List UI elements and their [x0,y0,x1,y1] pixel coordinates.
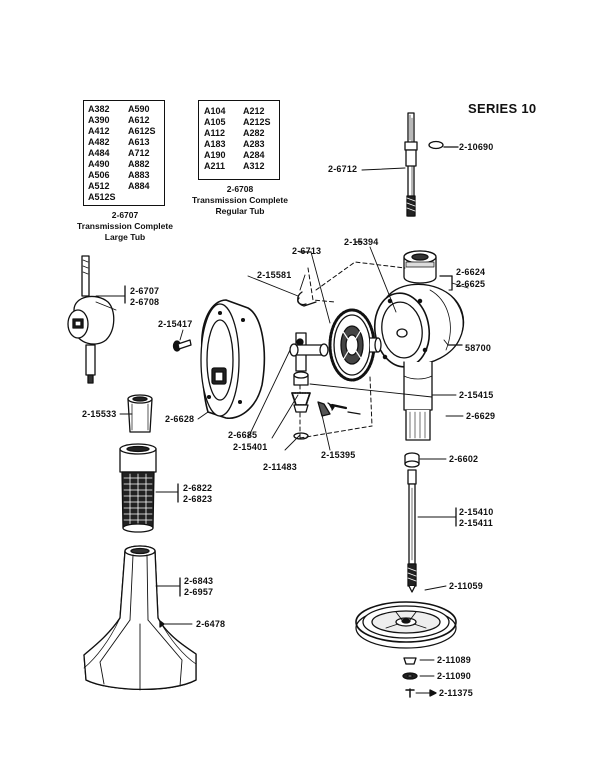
label-2-6957: 2-6957 [184,587,214,597]
label-2-10690: 2-10690 [459,142,494,152]
label-2-15410: 2-15410 [459,507,494,517]
model-number: A312 [243,161,265,171]
label-2-6823: 2-6823 [183,494,213,504]
model-number: A412 [88,126,110,136]
regular-tub-part-number: 2-6708 [226,184,254,194]
model-number: A105 [204,117,226,127]
label-2-6707: 2-6707 [130,286,160,296]
model-number: A283 [243,139,265,149]
model-number: A212 [243,106,265,116]
shaft-2-6712 [404,112,418,217]
transmission-complete-small [67,255,117,384]
label-58700: 58700 [465,343,492,353]
label-2-15395: 2-15395 [321,450,356,460]
label-2-6628: 2-6628 [165,414,195,424]
screw-2-15417 [172,339,192,352]
label-2-6822: 2-6822 [183,483,213,493]
nut-2-6602 [404,452,420,468]
label-2-15533: 2-15533 [82,409,117,419]
key-2-15395 [317,401,331,417]
pulley-2-11059 [355,601,457,649]
large-tub-desc-2: Large Tub [104,232,146,242]
label-2-6712: 2-6712 [328,164,358,174]
model-number: A484 [88,148,110,158]
label-2-6629: 2-6629 [466,411,496,421]
model-number: A490 [88,159,110,169]
label-2-11483: 2-11483 [263,462,297,472]
label-2-11090: 2-11090 [437,671,471,681]
label-2-15401: 2-15401 [233,442,268,452]
large-tub-desc-1: Transmission Complete [77,221,173,231]
model-number: A284 [243,150,265,160]
model-number: A590 [128,104,150,114]
transmission-housing [373,250,465,441]
filter-2-6822 [119,443,157,533]
label-2-15394: 2-15394 [344,237,379,247]
regular-tub-desc-2: Regular Tub [215,206,265,216]
large-tub-part-number: 2-6707 [111,210,139,220]
model-number: A282 [243,128,265,138]
screw-2-6629 [330,403,348,410]
model-number: A183 [204,139,226,149]
pin-2-11375 [405,688,415,698]
model-number: A884 [128,181,150,191]
model-number: A211 [204,161,226,171]
model-number: A482 [88,137,110,147]
model-number: A712 [128,148,150,158]
model-number: A883 [128,170,150,180]
label-2-15415: 2-15415 [459,390,494,400]
model-number: A382 [88,104,110,114]
model-number: A612 [128,115,150,125]
label-2-15411: 2-15411 [459,518,493,528]
shaft-2-15410 [407,469,417,593]
nut-2-11089 [403,657,417,665]
bushing-2-15533 [127,394,153,433]
label-2-6708: 2-6708 [130,297,160,307]
pinion-assembly [289,332,329,386]
label-2-6843: 2-6843 [184,576,214,586]
model-number: A512 [88,181,110,191]
label-2-6685: 2-6685 [228,430,258,440]
regular-tub-desc-1: Transmission Complete [192,195,288,205]
regular-tub-model-table [198,100,280,180]
label-2-6478: 2-6478 [196,619,226,629]
label-2-11375: 2-11375 [439,688,473,698]
label-2-6624: 2-6624 [456,267,486,277]
model-number: A190 [204,150,226,160]
agitator-2-6843 [83,545,197,691]
model-number: A613 [128,137,150,147]
label-2-15581: 2-15581 [257,270,292,280]
model-number: A212S [243,117,271,127]
model-number: A506 [88,170,110,180]
cover-plate-2-6628 [200,299,266,419]
label-2-6713: 2-6713 [292,246,322,256]
model-number: A512S [88,192,116,202]
label-2-6625: 2-6625 [456,279,486,289]
series-title: SERIES 10 [468,101,537,116]
large-tub-model-table [83,100,165,206]
label-2-11089: 2-11089 [437,655,471,665]
model-number: A612S [128,126,156,136]
model-number: A112 [204,128,226,138]
model-number: A882 [128,159,150,169]
label-2-11059: 2-11059 [449,581,483,591]
model-number: A104 [204,106,226,116]
label-2-6602: 2-6602 [449,454,479,464]
gear-2-15394 [328,308,382,382]
bevel-gear-2-15401 [291,392,311,406]
label-2-15417: 2-15417 [158,319,193,329]
model-number: A390 [88,115,110,125]
washer-2-11483 [293,432,309,440]
washer-2-10690 [428,140,444,150]
